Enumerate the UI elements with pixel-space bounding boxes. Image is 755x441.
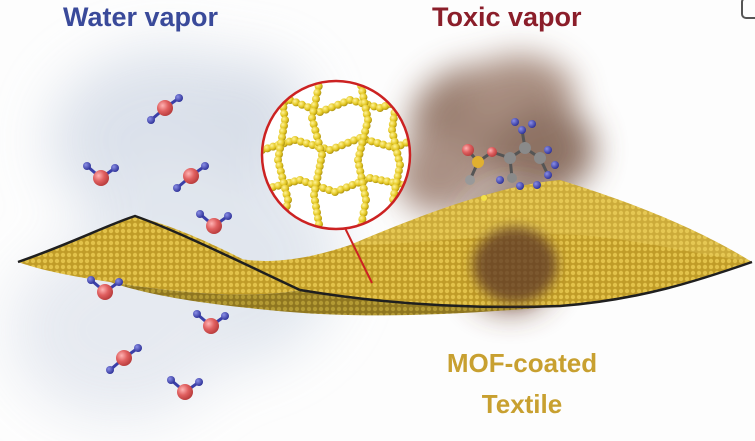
water-vapor-label: Water vapor xyxy=(63,2,219,32)
mof-textile xyxy=(17,180,753,316)
mof-label-line1: MOF-coated xyxy=(446,348,598,378)
water-molecule-icon xyxy=(193,310,229,334)
water-molecule-icon xyxy=(87,276,123,300)
mof-textile-label: MOF-coated Textile xyxy=(429,343,615,425)
water-molecule-icon xyxy=(83,162,119,186)
water-molecule-icon xyxy=(167,376,203,400)
callout-line xyxy=(344,227,373,284)
toxic-molecule-icon xyxy=(462,118,559,201)
water-molecules xyxy=(83,94,232,400)
corner-icon xyxy=(741,0,755,19)
mof-zoom-callout xyxy=(260,79,412,231)
mof-label-line2: Textile xyxy=(481,389,563,419)
water-molecule-icon xyxy=(196,210,232,234)
water-molecule-icon xyxy=(147,94,183,124)
water-molecule-icon xyxy=(173,162,209,192)
toxic-plume xyxy=(473,227,557,303)
water-molecule-icon xyxy=(106,344,142,374)
toxic-vapor-label: Toxic vapor xyxy=(432,2,582,32)
